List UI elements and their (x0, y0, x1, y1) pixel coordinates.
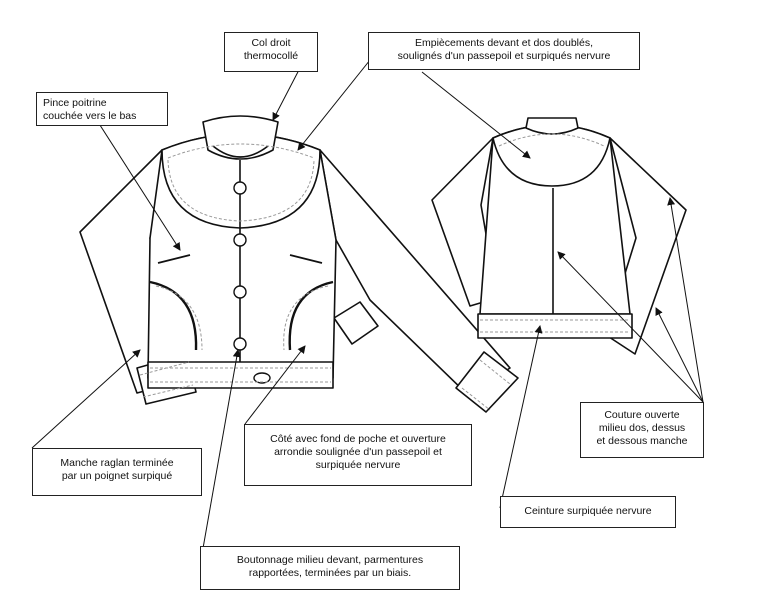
back-view (431, 117, 687, 355)
label-col-droit: Col droit thermocollé (224, 32, 318, 72)
back-waistband (477, 313, 633, 339)
label-boutonnage: Boutonnage milieu devant, parmentures ra… (200, 546, 460, 590)
label-ceinture: Ceinture surpiquée nervure (500, 496, 676, 528)
front-stitching (139, 143, 511, 411)
label-manche-raglan: Manche raglan terminée par un poignet su… (32, 448, 202, 496)
front-right-cuff (455, 351, 519, 413)
label-couture-ouverte: Couture ouverte milieu dos, dessus et de… (580, 402, 704, 458)
front-buttons (233, 181, 271, 384)
front-left-pocket (149, 280, 198, 351)
label-cote-poche: Côté avec fond de poche et ouverture arr… (244, 424, 472, 486)
label-empiecements: Empiècements devant et dos doublés, soul… (368, 32, 640, 70)
back-stitching (480, 133, 630, 333)
back-collar (525, 117, 579, 135)
leader-lines (31, 59, 704, 555)
front-right-pocket (288, 280, 334, 351)
front-sleeve-tab (333, 301, 379, 345)
collar-neckline (212, 145, 269, 158)
front-collar (202, 115, 279, 160)
front-view (79, 115, 519, 413)
label-pince-poitrine: Pince poitrine couchée vers le bas (36, 92, 168, 126)
